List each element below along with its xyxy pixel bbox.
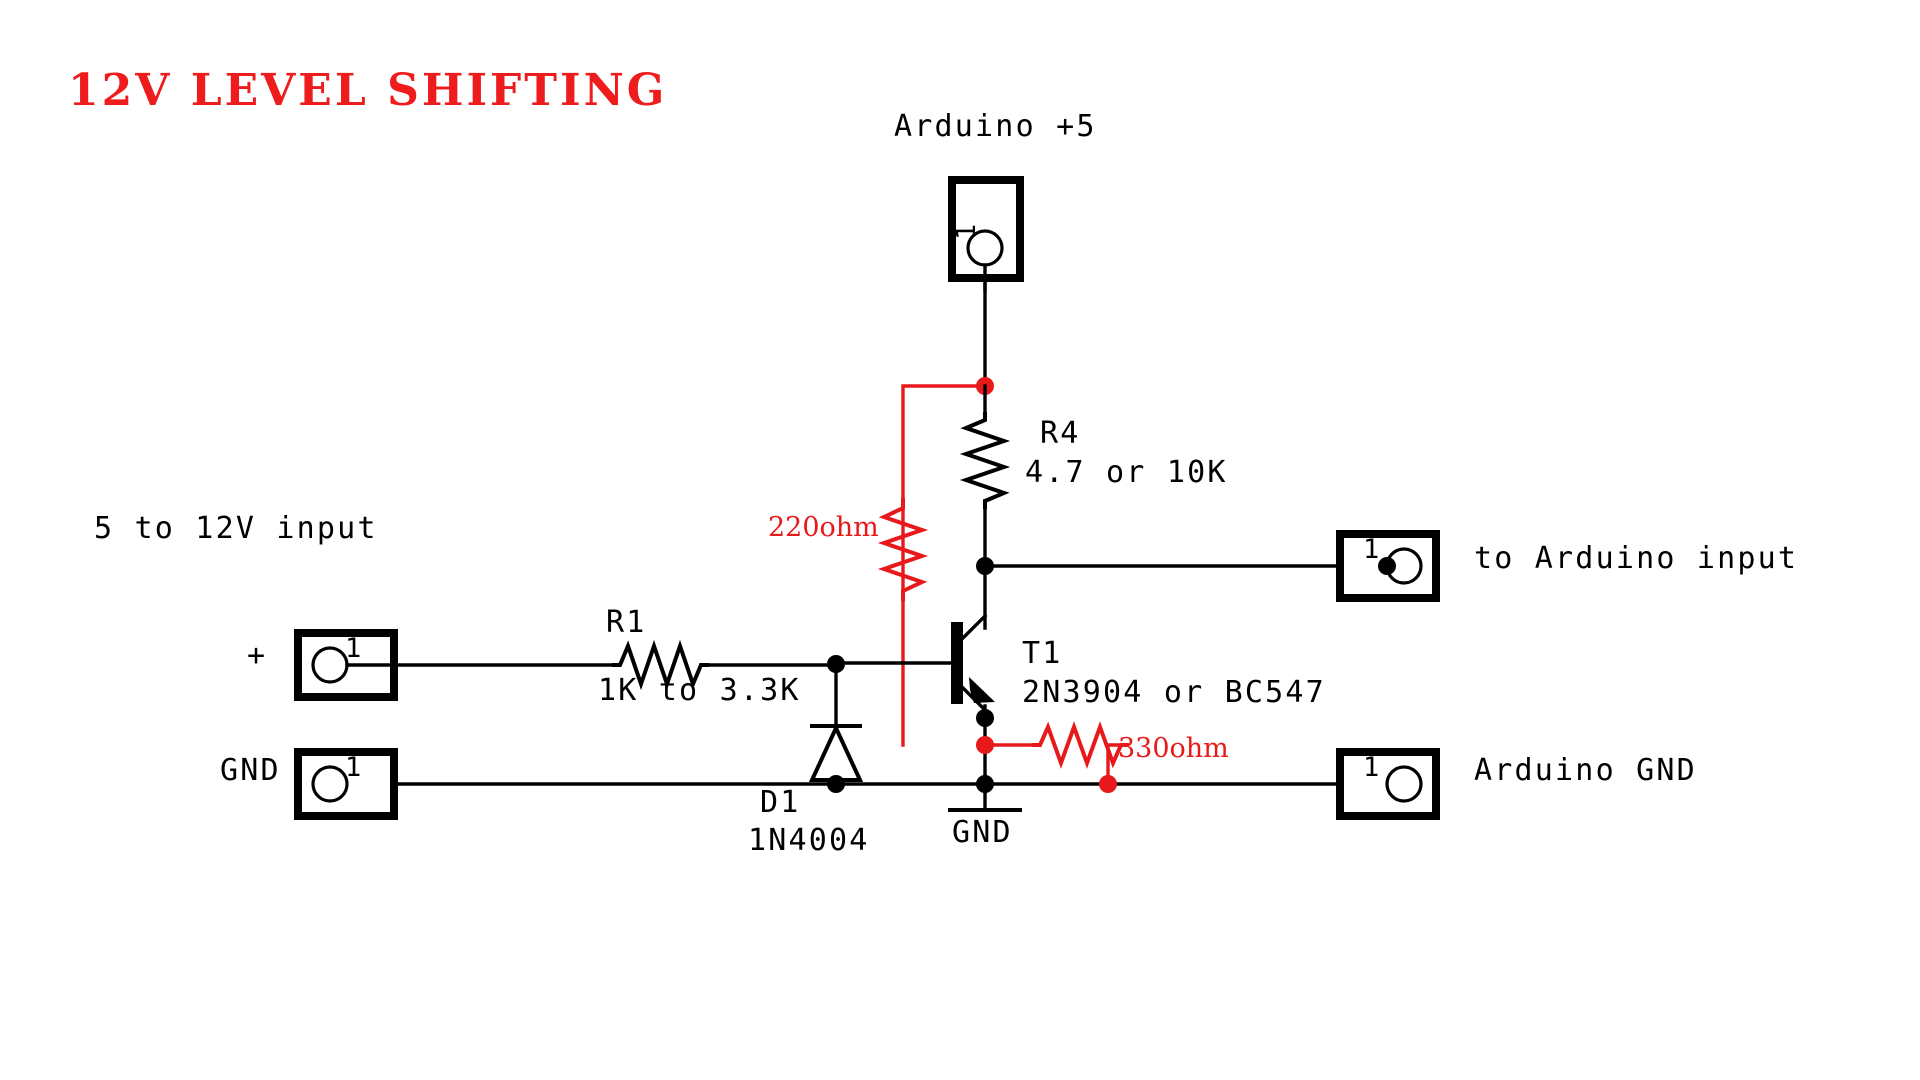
- label-plus-terminal: +: [247, 638, 267, 673]
- resistor-r4-ref: R4: [1040, 416, 1081, 451]
- connector-pad-arduino-gnd: [1385, 765, 1423, 803]
- resistor-220ohm: 220ohm: [768, 498, 929, 601]
- ground-label: GND: [952, 815, 1013, 850]
- transistor-t1-emitter-arrow: [969, 677, 995, 703]
- label-arduino-gnd: Arduino GND: [1474, 753, 1697, 788]
- transistor-t1: T1 2N3904 or BC547: [901, 613, 1326, 792]
- transistor-t1-collector-lead: [960, 613, 988, 641]
- connector-pad-input-plus: [311, 646, 349, 684]
- junction-emitter: [976, 709, 994, 727]
- junction-arduino-input: [1378, 557, 1396, 575]
- pin-number-input-plus: 1: [345, 633, 361, 664]
- resistor-r4-body: [959, 412, 1011, 509]
- connector-arduino-plus5[interactable]: 1: [948, 176, 1024, 292]
- transistor-t1-value: 2N3904 or BC547: [1022, 675, 1326, 710]
- pin-number-arduino-gnd: 1: [1363, 752, 1379, 783]
- resistor-r1-body: [612, 639, 709, 691]
- resistor-r4-value: 4.7 or 10K: [1025, 455, 1228, 490]
- wire-red-plus5-branch: [901, 384, 987, 747]
- connector-input-plus[interactable]: 1: [294, 629, 398, 701]
- resistor-330ohm: 330ohm: [983, 721, 1229, 786]
- resistor-330ohm-lead-right: [1106, 743, 1123, 786]
- connector-arduino-input[interactable]: 1: [1336, 530, 1440, 602]
- pin-number-arduino-input: 1: [1363, 534, 1379, 565]
- label-input-caption: 5 to 12V input: [94, 511, 378, 546]
- junction-d1-gnd: [827, 775, 845, 793]
- resistor-330ohm-label: 330ohm: [1118, 733, 1229, 764]
- label-to-arduino-input: to Arduino input: [1474, 541, 1798, 576]
- label-gnd-terminal: GND: [220, 753, 281, 788]
- diode-d1-value: 1N4004: [748, 823, 870, 858]
- resistor-r1: R1 1K to 3.3K: [392, 605, 838, 708]
- resistor-220ohm-body: [877, 498, 929, 601]
- connector-arduino-gnd[interactable]: 1: [1336, 748, 1440, 820]
- resistor-330ohm-body: [1032, 721, 1129, 769]
- resistor-r4: R4 4.7 or 10K: [959, 384, 1228, 568]
- resistor-r1-value: 1K to 3.3K: [598, 673, 801, 708]
- label-arduino-plus5: Arduino +5: [894, 109, 1097, 144]
- connector-input-gnd[interactable]: 1: [294, 748, 398, 820]
- transistor-t1-base-bar: [951, 622, 963, 704]
- pin-number-input-gnd: 1: [345, 752, 361, 783]
- resistor-220ohm-label: 220ohm: [768, 512, 879, 543]
- diode-d1-anode-triangle: [808, 723, 864, 782]
- diode-d1-ref: D1: [760, 785, 801, 820]
- diagram-title: 12V LEVEL SHIFTING: [68, 65, 667, 116]
- diode-d1: D1 1N4004: [748, 662, 870, 858]
- connector-pad-input-gnd: [311, 765, 349, 803]
- transistor-t1-ref: T1: [1022, 636, 1063, 671]
- resistor-r1-ref: R1: [606, 605, 647, 640]
- pin-number-top: 1: [951, 224, 982, 240]
- junction-330ohm-gnd: [1099, 775, 1117, 793]
- ground-symbol: GND: [948, 782, 1022, 850]
